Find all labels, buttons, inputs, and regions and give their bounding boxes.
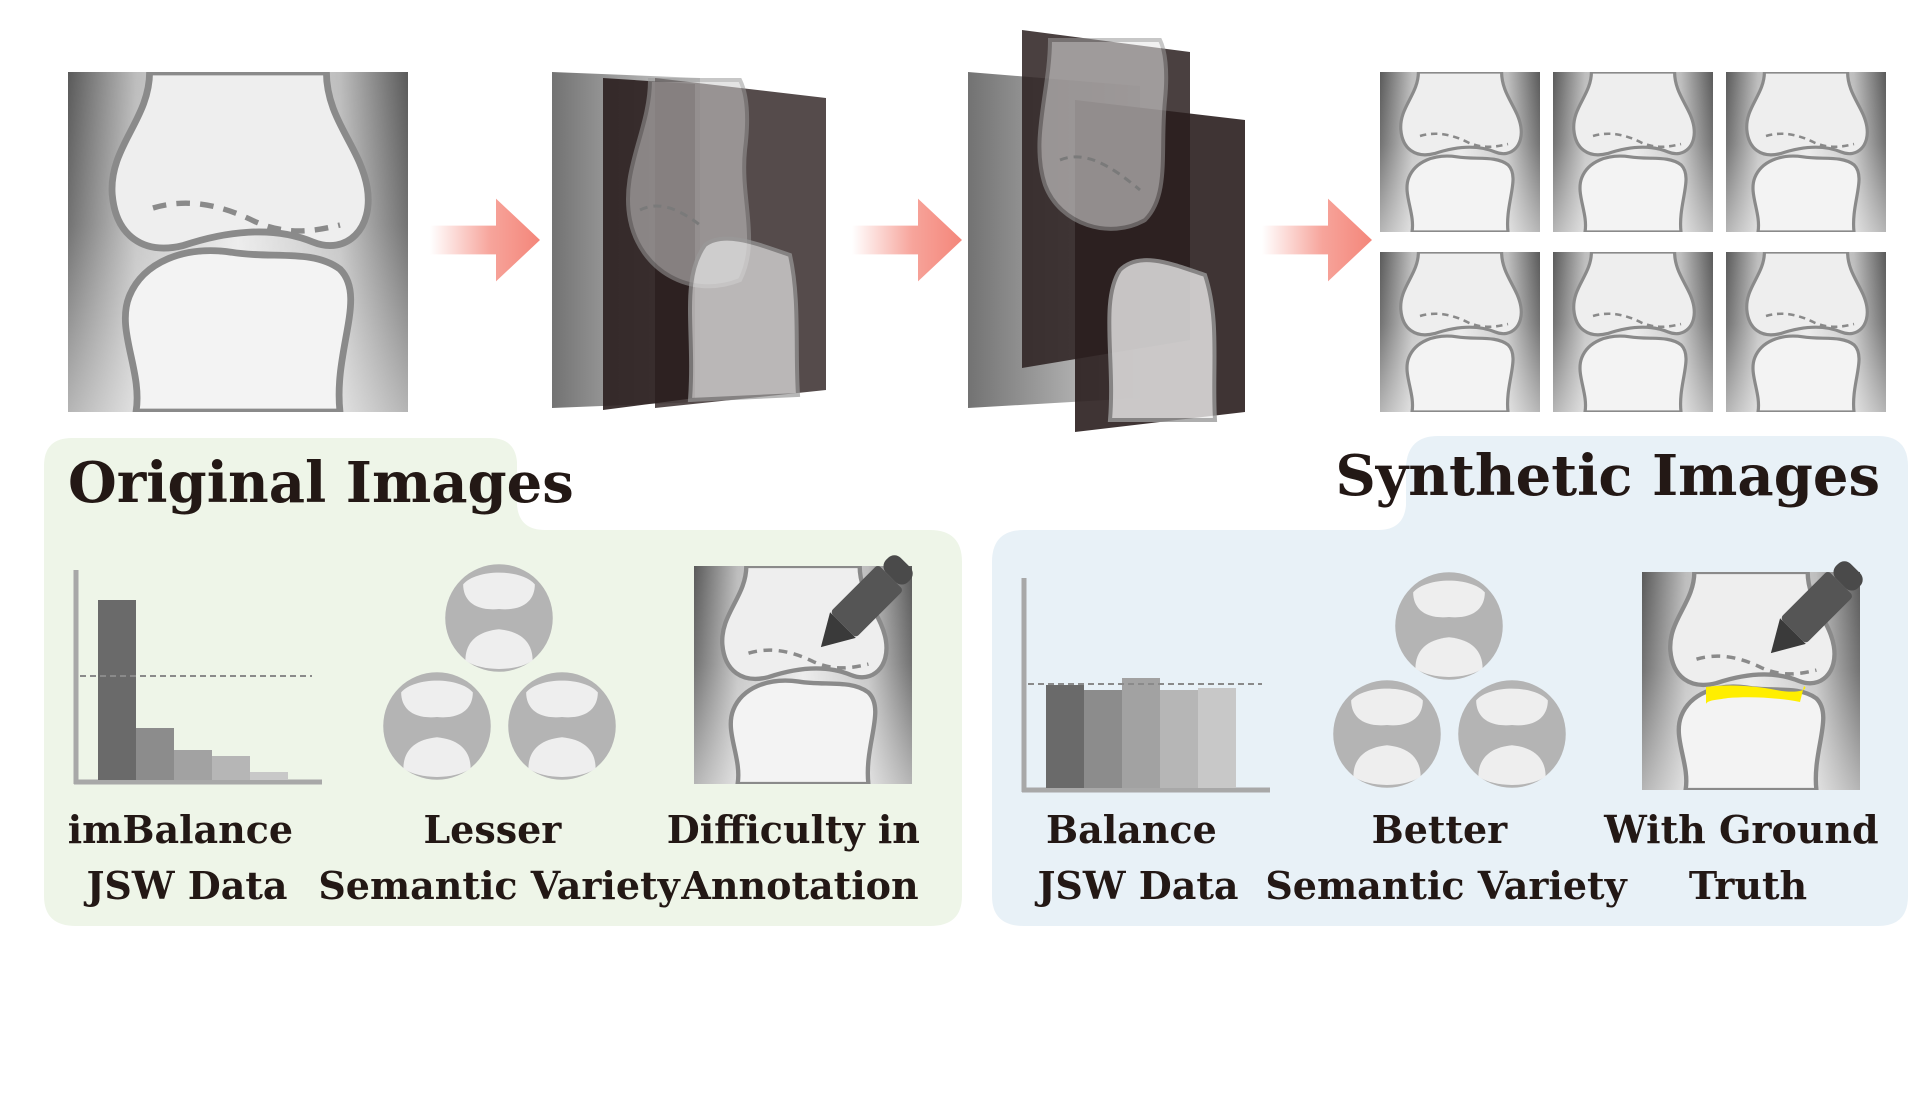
synthetic-item-3-label: With Ground Truth bbox=[1603, 807, 1892, 908]
histogram-icon bbox=[1021, 578, 1270, 793]
original-item-3-label: Difficulty in Annotation bbox=[667, 807, 933, 908]
annotation-icon bbox=[694, 549, 919, 784]
arrow-icon bbox=[852, 198, 962, 282]
synthetic-images-panel: Synthetic Images Balance JSW Data bbox=[992, 436, 1908, 926]
knee-xray-icon bbox=[1726, 252, 1886, 412]
joint-circle-icon bbox=[1333, 680, 1441, 788]
synthetic-image-grid bbox=[1380, 72, 1886, 412]
joint-circle-icon bbox=[1458, 680, 1566, 788]
histogram-icon bbox=[73, 570, 322, 785]
joint-circle-icon bbox=[383, 672, 491, 780]
synthetic-images-title: Synthetic Images bbox=[1335, 443, 1880, 509]
joint-circle-icon bbox=[445, 564, 553, 672]
knee-xray-icon bbox=[1726, 72, 1886, 232]
knee-xray-icon bbox=[1553, 252, 1713, 412]
joint-circle-icon bbox=[1395, 572, 1503, 680]
ground-truth-icon bbox=[1642, 555, 1869, 790]
original-image-stage bbox=[68, 72, 408, 412]
knee-xray-icon bbox=[1380, 72, 1540, 232]
slab-recombination-stage bbox=[968, 30, 1245, 432]
arrow-icon bbox=[1262, 198, 1372, 282]
knee-xray-icon bbox=[1380, 252, 1540, 412]
knee-xray-icon bbox=[1553, 72, 1713, 232]
original-item-1-label: imBalance JSW Data bbox=[68, 807, 307, 908]
original-item-2-label: Lesser Semantic Variety bbox=[318, 807, 680, 908]
synthetic-item-1-label: Balance JSW Data bbox=[1034, 807, 1238, 908]
synthetic-item-2-label: Better Semantic Variety bbox=[1265, 807, 1627, 908]
ground-truth-mask bbox=[1706, 685, 1806, 704]
slab-decomposition-stage bbox=[552, 72, 826, 410]
original-images-panel: Original Images imBalance JSW Data bbox=[44, 438, 962, 926]
arrow-icon bbox=[430, 198, 540, 282]
knee-xray-icon bbox=[68, 72, 408, 412]
joint-circle-icon bbox=[508, 672, 616, 780]
original-images-title: Original Images bbox=[68, 450, 574, 516]
